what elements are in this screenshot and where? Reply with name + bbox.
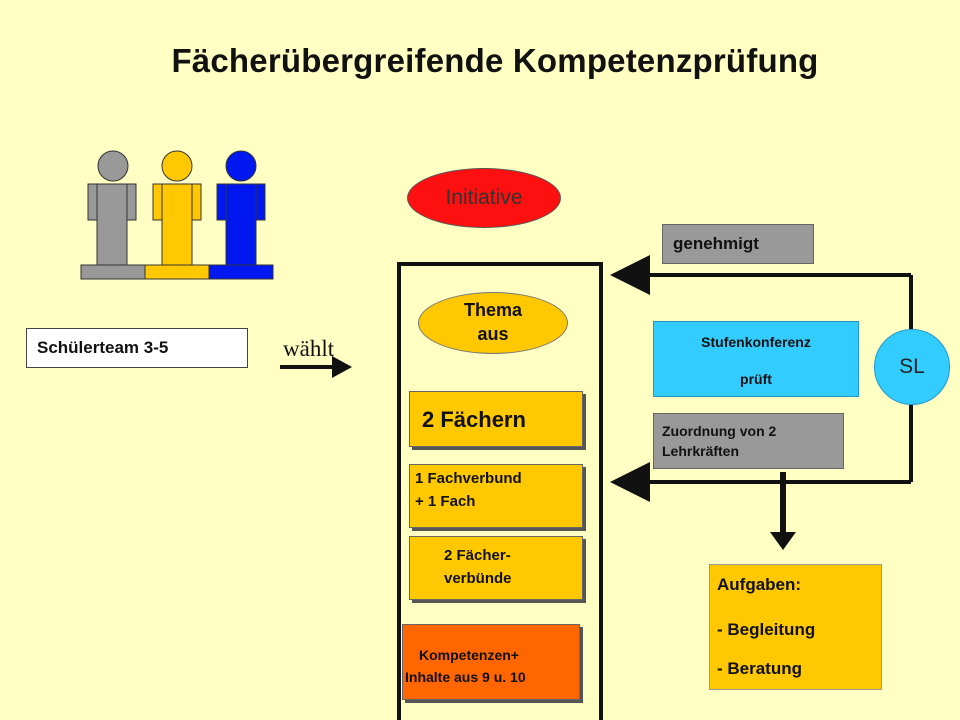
sl-label: SL (899, 355, 925, 378)
zwei-faecher-label: 2 Fächern (422, 407, 526, 432)
initiative-label: Initiative (445, 186, 523, 209)
zwei-faecher-box: 2 Fächern (409, 391, 583, 447)
column-frame (397, 262, 603, 720)
aufgaben-item-begleitung: - Begleitung (717, 620, 816, 639)
page-title: Fächerübergreifende Kompetenzprüfung (171, 42, 819, 79)
people-group (80, 150, 274, 280)
thema-line1: Thema (463, 300, 523, 320)
schuelerteam-label: Schülerteam 3-5 (37, 338, 169, 357)
stufenkonferenz-line1: Stufenkonferenz (701, 334, 811, 350)
zuordnung-line1: Zuordnung von 2 (662, 423, 777, 439)
stufenkonferenz-box: Stufenkonferenz prüft (653, 321, 859, 397)
people-icon (80, 150, 274, 280)
faecherverbuende-box: 2 Fächer- verbünde (409, 536, 583, 600)
genehmigt-box: genehmigt (662, 224, 814, 264)
faecherverbuende-line2: verbünde (444, 570, 512, 587)
zuordnung-line2: Lehrkräften (662, 443, 740, 459)
aufgaben-box: Aufgaben: - Begleitung - Beratung (709, 564, 882, 690)
aufgaben-item-beratung: - Beratung (717, 659, 802, 678)
fachverbund-line1: 1 Fachverbund (415, 470, 522, 487)
kompetenzen-line2: Inhalte aus 9 u. 10 (405, 669, 526, 685)
sl-circle: SL (874, 329, 950, 405)
stufenkonferenz-line2: prüft (740, 371, 772, 387)
schuelerteam-box: Schülerteam 3-5 (26, 328, 248, 368)
down-arrow-head (770, 532, 796, 550)
kompetenzen-box: Kompetenzen+ Inhalte aus 9 u. 10 (402, 624, 580, 700)
fachverbund-box: 1 Fachverbund + 1 Fach (409, 464, 583, 528)
aufgaben-title: Aufgaben: (717, 575, 802, 594)
waehlt-arrow-head (332, 356, 352, 378)
faecherverbuende-line1: 2 Fächer- (444, 547, 511, 564)
fachverbund-line2: + 1 Fach (415, 493, 476, 510)
kompetenzen-line1: Kompetenzen+ (419, 647, 519, 663)
initiative-ellipse: Initiative (407, 168, 561, 228)
thema-line2: aus (477, 324, 509, 344)
zuordnung-box: Zuordnung von 2 Lehrkräften (653, 413, 844, 469)
waehlt-label: wählt (283, 336, 335, 361)
genehmigt-label: genehmigt (673, 234, 759, 253)
thema-ellipse: Thema aus (418, 292, 568, 354)
